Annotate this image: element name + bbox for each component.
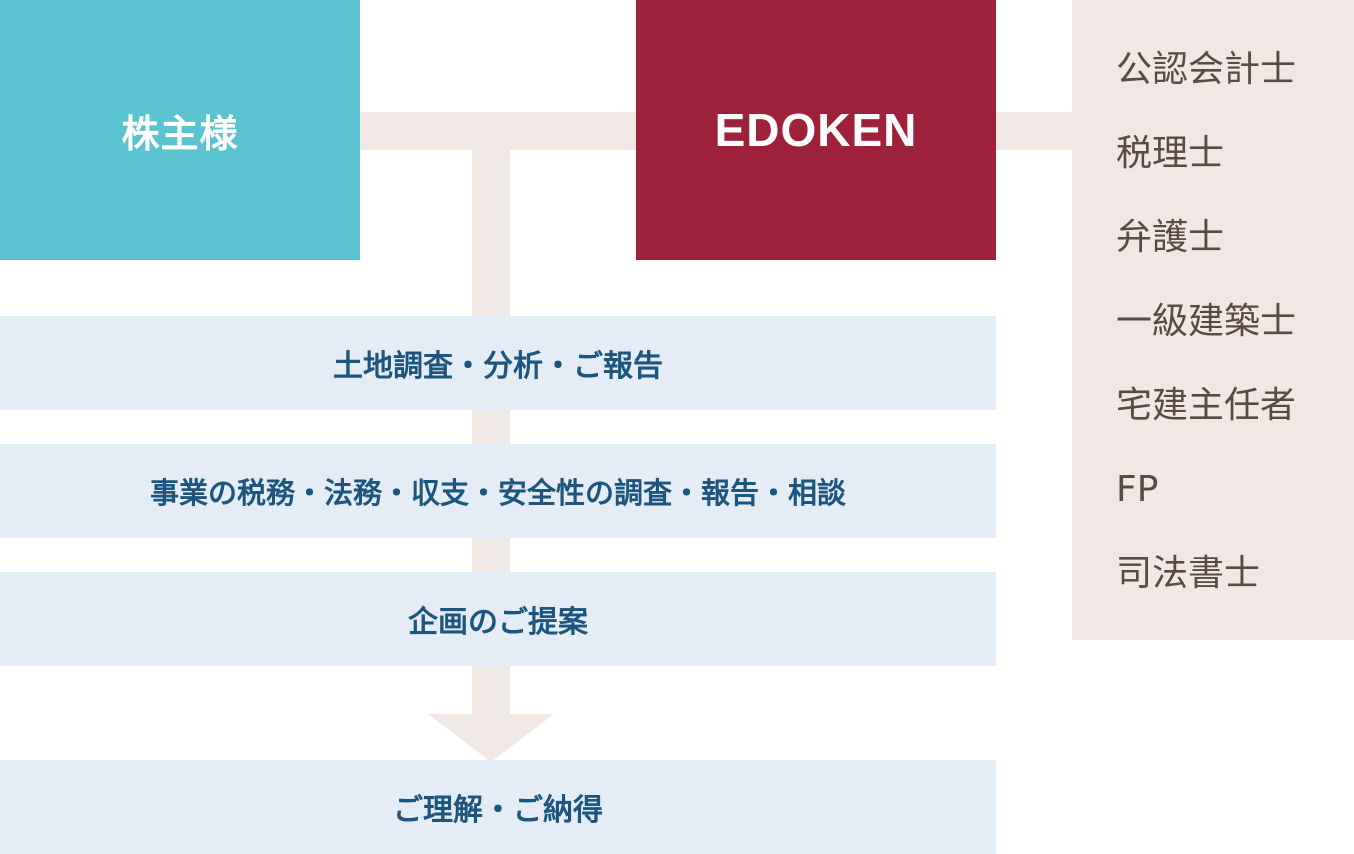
company-box: EDOKEN	[636, 0, 996, 260]
expert-item: 公認会計士	[1116, 49, 1297, 90]
expert-item: 税理士	[1116, 133, 1225, 174]
step-result: ご理解・ご納得	[0, 760, 996, 854]
result-label: ご理解・ご納得	[393, 793, 603, 828]
step-label: 企画のご提案	[408, 605, 588, 640]
step-label: 土地調査・分析・ご報告	[333, 349, 663, 384]
expert-item: 宅建主任者	[1116, 385, 1297, 426]
arrow-down-icon	[428, 714, 554, 762]
company-label: EDOKEN	[714, 104, 918, 156]
connector-horizontal-right	[996, 112, 1072, 150]
expert-item: 弁護士	[1116, 217, 1225, 258]
expert-item: 一級建築士	[1116, 301, 1297, 342]
step-business-review: 事業の税務・法務・収支・安全性の調査・報告・相談	[0, 444, 996, 538]
experts-panel: 公認会計士 税理士 弁護士 一級建築士 宅建主任者 FP 司法書士	[1072, 0, 1354, 640]
step-land-survey: 土地調査・分析・ご報告	[0, 316, 996, 410]
shareholder-label: 株主様	[121, 111, 239, 156]
step-label: 事業の税務・法務・収支・安全性の調査・報告・相談	[149, 476, 846, 510]
experts-list: 公認会計士 税理士 弁護士 一級建築士 宅建主任者 FP 司法書士	[1072, 0, 1354, 626]
connector-horizontal-left	[360, 112, 636, 150]
expert-item: 司法書士	[1116, 553, 1261, 594]
shareholder-box: 株主様	[0, 0, 360, 260]
expert-item: FP	[1116, 469, 1159, 510]
step-proposal: 企画のご提案	[0, 572, 996, 666]
